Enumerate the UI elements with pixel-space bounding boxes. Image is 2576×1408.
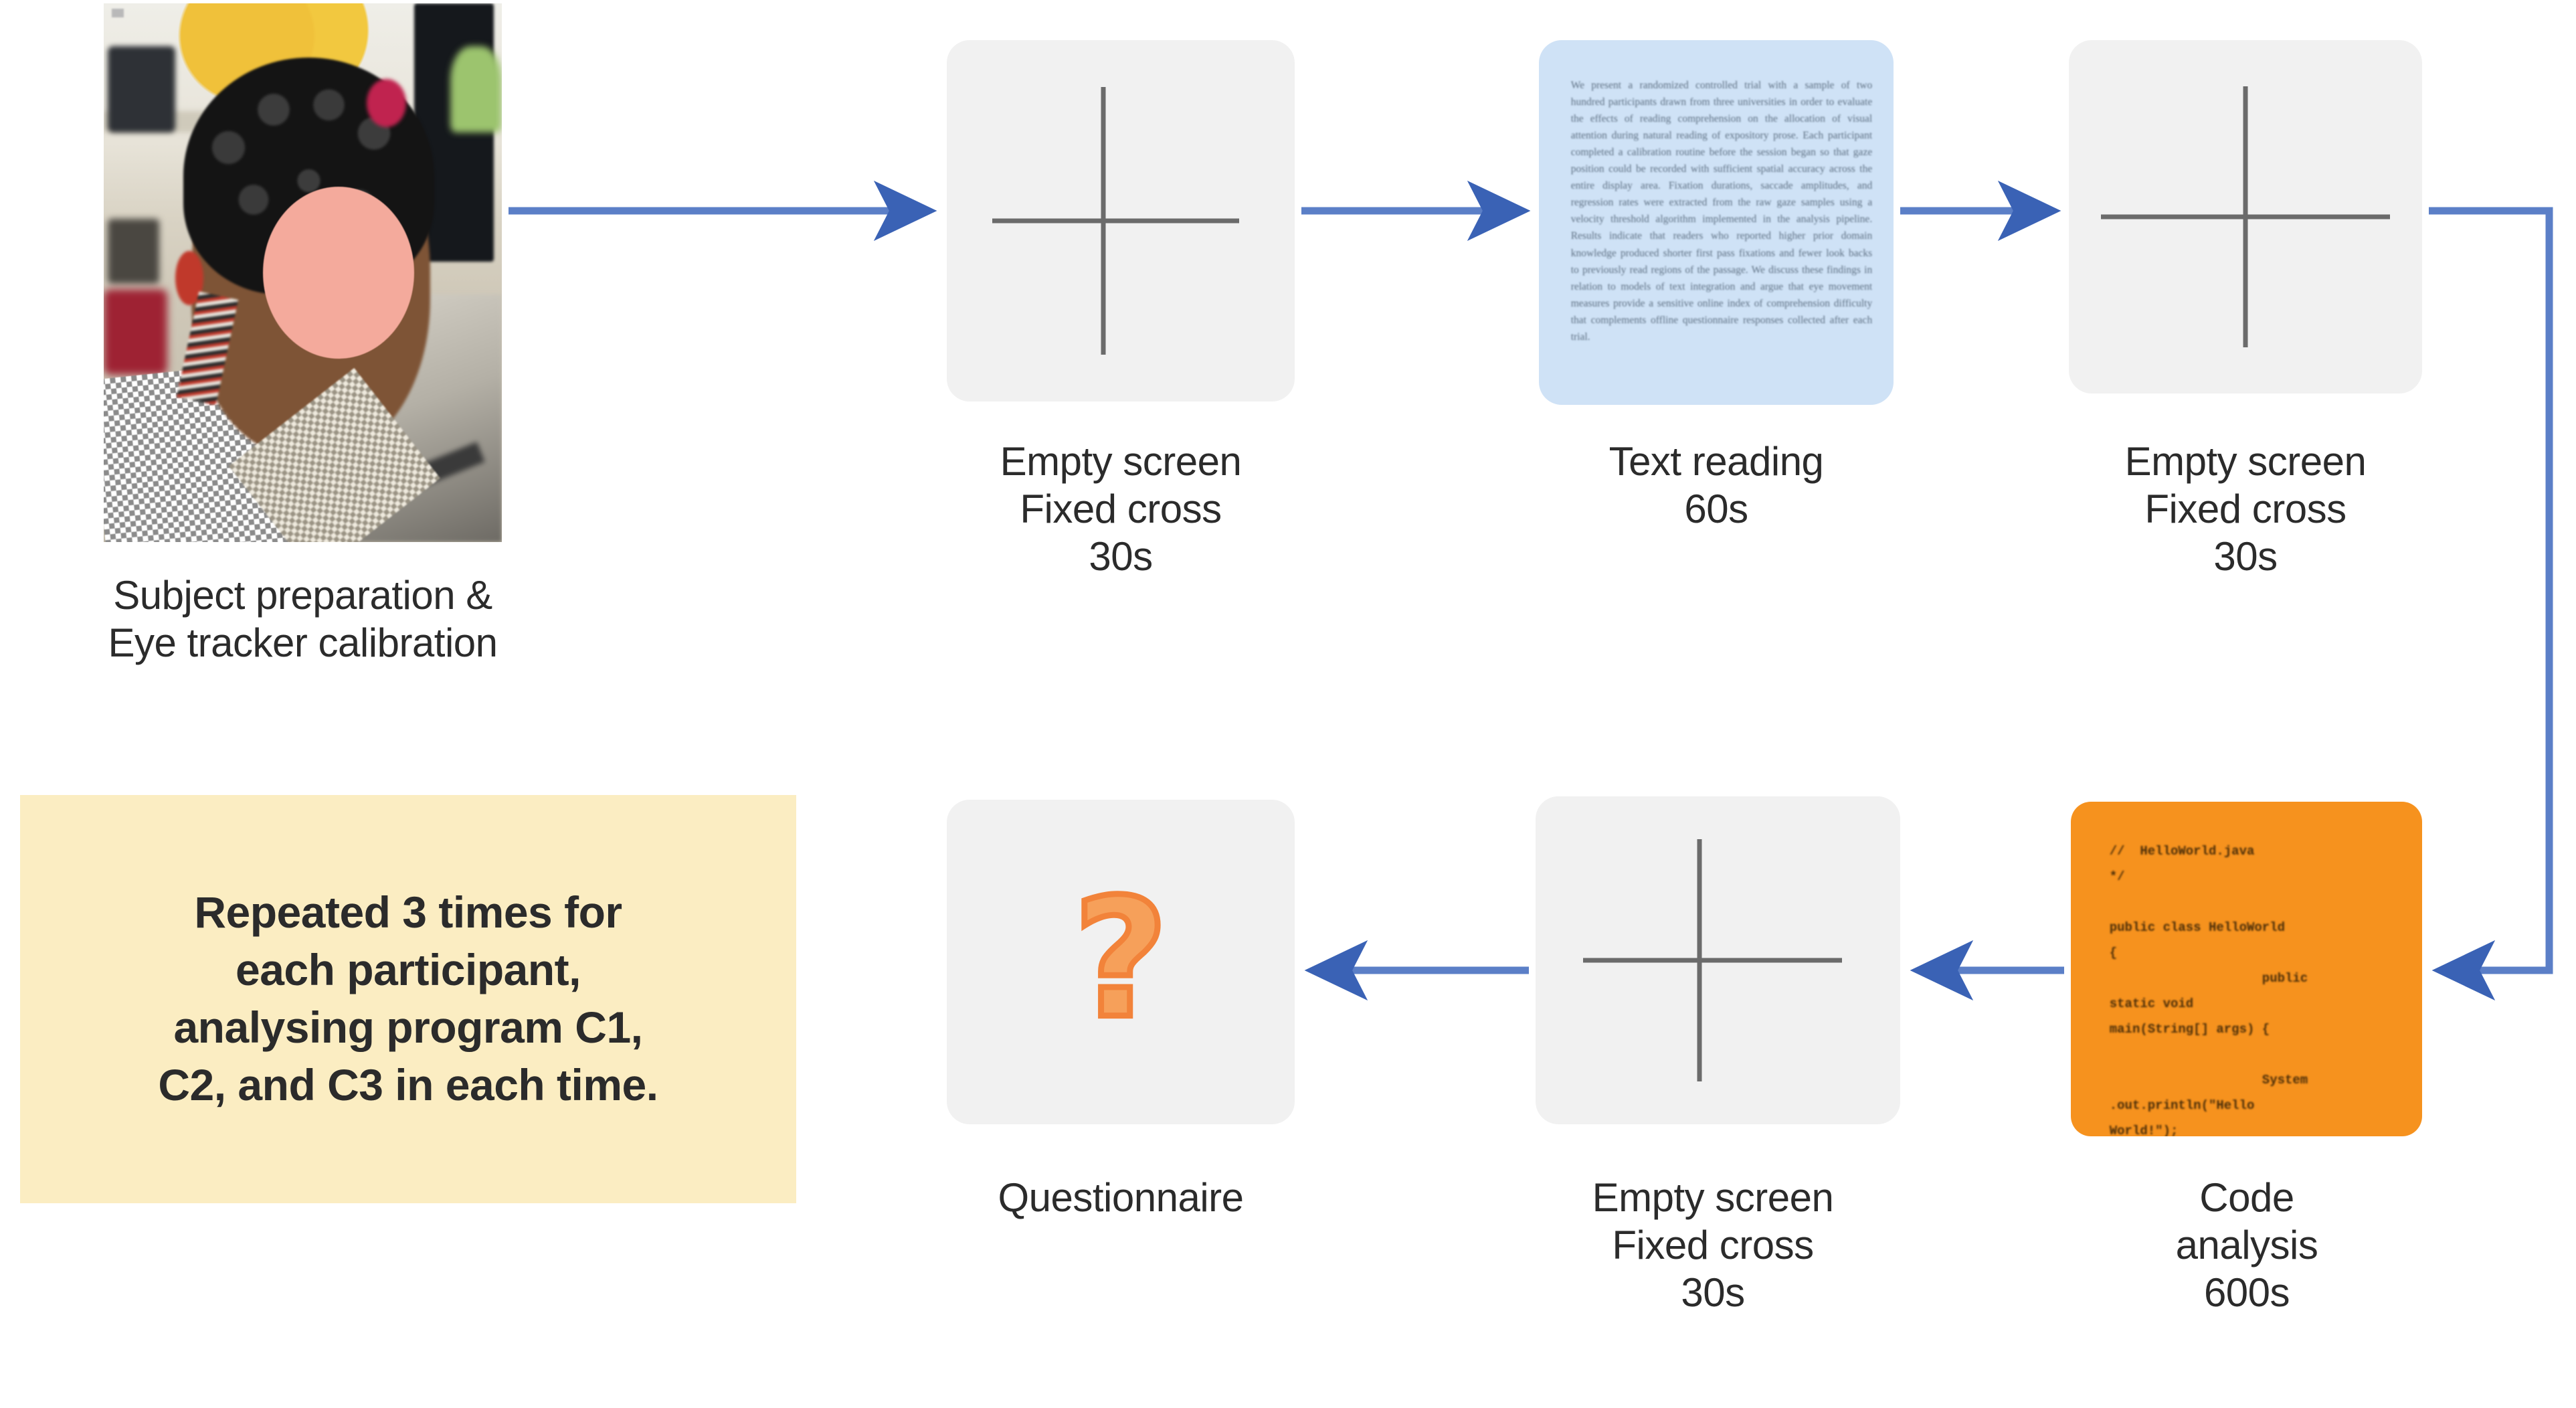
- caption-line: 60s: [1684, 486, 1748, 531]
- reading-passage-text: We present a randomized controlled trial…: [1570, 79, 1873, 343]
- photo-corner-tag: [111, 9, 124, 17]
- photo-red-chair: [104, 288, 168, 375]
- stimulus-card-code-analysis[interactable]: // HelloWorld.java */ public class Hello…: [2071, 802, 2422, 1136]
- caption-line: Empty screen: [2124, 439, 2367, 484]
- caption-line: Fixed cross: [2144, 486, 2347, 531]
- caption-line: analysis: [2175, 1222, 2318, 1267]
- stimulus-card-empty-screen-3[interactable]: [1536, 796, 1900, 1124]
- caption-line: Fixed cross: [1612, 1222, 1814, 1267]
- caption-line: 30s: [1089, 533, 1153, 579]
- photo-equipment-left: [107, 46, 176, 133]
- repeat-note-line: analysing program C1,: [173, 1002, 643, 1052]
- caption-line: Code: [2199, 1175, 2294, 1220]
- caption-empty-screen-3: Empty screen Fixed cross 30s: [1526, 1174, 1900, 1316]
- caption-subject-preparation: Subject preparation & Eye tracker calibr…: [0, 572, 606, 667]
- caption-line: Empty screen: [1592, 1175, 1834, 1220]
- repeat-note-line: each participant,: [235, 945, 581, 995]
- arrow-empty2-to-code: [2429, 207, 2553, 1001]
- caption-line: Eye tracker calibration: [108, 620, 498, 665]
- fixation-cross-horizontal: [1582, 958, 1842, 963]
- fixation-cross-icon: [1536, 796, 1900, 1124]
- fixation-cross-icon: [2069, 40, 2422, 393]
- face-anonymization-oval: [263, 186, 415, 359]
- caption-line: Questionnaire: [998, 1175, 1244, 1220]
- caption-line: Empty screen: [1000, 439, 1242, 484]
- fixation-cross-vertical: [2243, 86, 2248, 348]
- repeat-note-text: Repeated 3 times for each participant, a…: [158, 884, 658, 1114]
- repeat-note-box: Repeated 3 times for each participant, a…: [20, 795, 796, 1203]
- caption-empty-screen-2: Empty screen Fixed cross 30s: [2058, 438, 2433, 580]
- caption-code-analysis: Code analysis 600s: [2059, 1174, 2434, 1316]
- stimulus-card-questionnaire[interactable]: ?: [947, 800, 1295, 1124]
- caption-line: 30s: [2213, 533, 2278, 579]
- repeat-note-line: Repeated 3 times for: [194, 887, 622, 938]
- question-mark-icon: ?: [1070, 863, 1171, 1055]
- caption-line: 600s: [2203, 1269, 2290, 1315]
- caption-line: 30s: [1681, 1269, 1745, 1315]
- stimulus-card-text-reading[interactable]: We present a randomized controlled trial…: [1539, 40, 1894, 405]
- caption-line: Subject preparation &: [113, 573, 492, 618]
- fixation-cross-horizontal: [992, 218, 1239, 224]
- eeg-cap-marker: [366, 78, 407, 128]
- fixation-cross-icon: [947, 40, 1295, 402]
- stimulus-card-empty-screen-2[interactable]: [2069, 40, 2422, 393]
- photo-equipment-left2: [107, 219, 160, 284]
- stimulus-card-empty-screen-1[interactable]: [947, 40, 1295, 402]
- caption-text-reading: Text reading 60s: [1529, 438, 1904, 533]
- subject-preparation-photo: [104, 3, 502, 542]
- photo-background-person: [450, 46, 502, 133]
- caption-line: Text reading: [1608, 439, 1824, 484]
- repeat-note-line: C2, and C3 in each time.: [158, 1059, 658, 1110]
- caption-empty-screen-1: Empty screen Fixed cross 30s: [933, 438, 1308, 580]
- caption-line: Fixed cross: [1020, 486, 1222, 531]
- fixation-cross-vertical: [1101, 87, 1106, 355]
- caption-questionnaire: Questionnaire: [933, 1174, 1308, 1222]
- fixation-cross-vertical: [1697, 839, 1702, 1082]
- code-snippet-text: // HelloWorld.java */ public class Hello…: [2109, 844, 2308, 1136]
